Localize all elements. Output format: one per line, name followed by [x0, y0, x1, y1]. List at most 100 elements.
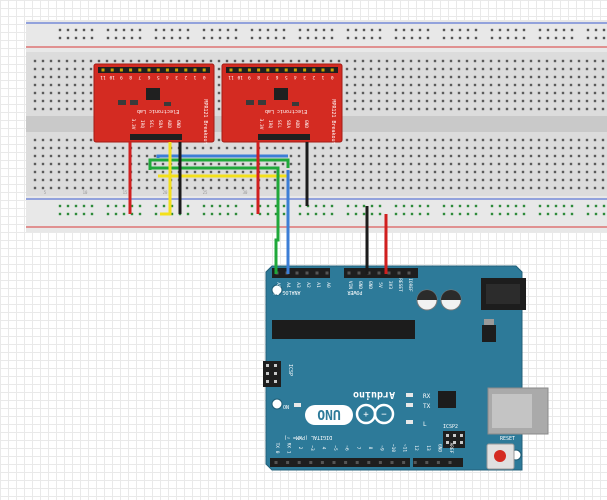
breadboard-hole[interactable]	[426, 36, 430, 40]
breadboard-hole[interactable]	[593, 178, 597, 182]
breadboard-hole[interactable]	[569, 91, 573, 95]
breadboard-hole[interactable]	[385, 99, 389, 103]
breadboard-hole[interactable]	[185, 178, 189, 182]
breadboard-hole[interactable]	[266, 212, 270, 216]
breadboard-hole[interactable]	[417, 170, 421, 174]
breadboard-hole[interactable]	[569, 83, 573, 87]
breadboard-hole[interactable]	[137, 186, 141, 190]
breadboard-hole[interactable]	[561, 75, 565, 79]
breadboard-hole[interactable]	[569, 146, 573, 150]
breadboard-hole[interactable]	[553, 75, 557, 79]
breadboard-hole[interactable]	[313, 178, 317, 182]
breadboard-hole[interactable]	[417, 162, 421, 166]
breadboard-hole[interactable]	[361, 170, 365, 174]
breadboard-hole[interactable]	[473, 178, 477, 182]
breadboard-hole[interactable]	[233, 59, 237, 63]
breadboard-hole[interactable]	[593, 59, 597, 63]
breadboard-hole[interactable]	[162, 28, 166, 32]
breadboard-hole[interactable]	[137, 59, 141, 63]
breadboard-hole[interactable]	[377, 186, 381, 190]
breadboard-hole[interactable]	[353, 170, 357, 174]
breadboard-hole[interactable]	[402, 212, 406, 216]
breadboard-hole[interactable]	[258, 204, 262, 208]
breadboard-hole[interactable]	[177, 59, 181, 63]
breadboard-hole[interactable]	[313, 59, 317, 63]
breadboard-hole[interactable]	[465, 99, 469, 103]
breadboard-hole[interactable]	[417, 99, 421, 103]
header-pin[interactable]	[295, 271, 299, 275]
breadboard-hole[interactable]	[546, 36, 550, 40]
breadboard-hole[interactable]	[401, 59, 405, 63]
breadboard-hole[interactable]	[521, 138, 525, 142]
breadboard-hole[interactable]	[329, 186, 333, 190]
breadboard-hole[interactable]	[370, 28, 374, 32]
breadboard-hole[interactable]	[322, 204, 326, 208]
breadboard-hole[interactable]	[298, 204, 302, 208]
breadboard-hole[interactable]	[593, 162, 597, 166]
breadboard-hole[interactable]	[458, 204, 462, 208]
breadboard-hole[interactable]	[409, 162, 413, 166]
breadboard-hole[interactable]	[473, 67, 477, 71]
breadboard-hole[interactable]	[513, 99, 517, 103]
breadboard-hole[interactable]	[306, 212, 310, 216]
breadboard-hole[interactable]	[330, 28, 334, 32]
breadboard-hole[interactable]	[426, 28, 430, 32]
breadboard-hole[interactable]	[153, 178, 157, 182]
breadboard-hole[interactable]	[73, 170, 77, 174]
breadboard-hole[interactable]	[562, 36, 566, 40]
breadboard-hole[interactable]	[433, 162, 437, 166]
breadboard-hole[interactable]	[585, 138, 589, 142]
breadboard-hole[interactable]	[282, 204, 286, 208]
breadboard-hole[interactable]	[593, 75, 597, 79]
breadboard-hole[interactable]	[361, 178, 365, 182]
breadboard-hole[interactable]	[33, 146, 37, 150]
breadboard-hole[interactable]	[97, 146, 101, 150]
breadboard-hole[interactable]	[185, 170, 189, 174]
breadboard-hole[interactable]	[458, 212, 462, 216]
breadboard-hole[interactable]	[577, 99, 581, 103]
breadboard-hole[interactable]	[65, 186, 69, 190]
breadboard-hole[interactable]	[497, 59, 501, 63]
breadboard-hole[interactable]	[130, 204, 134, 208]
breadboard-hole[interactable]	[601, 67, 605, 71]
breadboard-hole[interactable]	[218, 36, 222, 40]
breadboard-hole[interactable]	[81, 67, 85, 71]
breadboard-hole[interactable]	[393, 154, 397, 158]
breadboard-hole[interactable]	[209, 170, 213, 174]
breadboard-hole[interactable]	[210, 36, 214, 40]
breadboard-hole[interactable]	[330, 36, 334, 40]
breadboard-hole[interactable]	[289, 178, 293, 182]
breadboard-hole[interactable]	[274, 204, 278, 208]
breadboard-hole[interactable]	[105, 186, 109, 190]
header-pin[interactable]	[425, 461, 429, 464]
breadboard-hole[interactable]	[322, 36, 326, 40]
breadboard-hole[interactable]	[281, 170, 285, 174]
breadboard-hole[interactable]	[250, 212, 254, 216]
breadboard-hole[interactable]	[594, 204, 598, 208]
breadboard-hole[interactable]	[89, 186, 93, 190]
breadboard-hole[interactable]	[145, 154, 149, 158]
sensor-pin[interactable]	[110, 68, 114, 72]
breadboard-hole[interactable]	[370, 204, 374, 208]
breadboard-hole[interactable]	[513, 146, 517, 150]
breadboard-hole[interactable]	[369, 146, 373, 150]
breadboard-hole[interactable]	[73, 138, 77, 142]
breadboard-hole[interactable]	[217, 162, 221, 166]
header-pin[interactable]	[367, 271, 371, 275]
breadboard-hole[interactable]	[473, 146, 477, 150]
breadboard-hole[interactable]	[41, 107, 45, 111]
breadboard-hole[interactable]	[457, 186, 461, 190]
breadboard-hole[interactable]	[602, 36, 606, 40]
breadboard-hole[interactable]	[89, 83, 93, 87]
breadboard-hole[interactable]	[97, 186, 101, 190]
sensor-pin[interactable]	[175, 68, 179, 72]
breadboard-hole[interactable]	[130, 28, 134, 32]
breadboard-hole[interactable]	[105, 154, 109, 158]
breadboard-hole[interactable]	[33, 75, 37, 79]
breadboard-hole[interactable]	[489, 67, 493, 71]
breadboard-hole[interactable]	[241, 170, 245, 174]
breadboard-hole[interactable]	[322, 212, 326, 216]
icsp-pin[interactable]	[460, 434, 463, 437]
breadboard-hole[interactable]	[442, 36, 446, 40]
breadboard-hole[interactable]	[529, 138, 533, 142]
